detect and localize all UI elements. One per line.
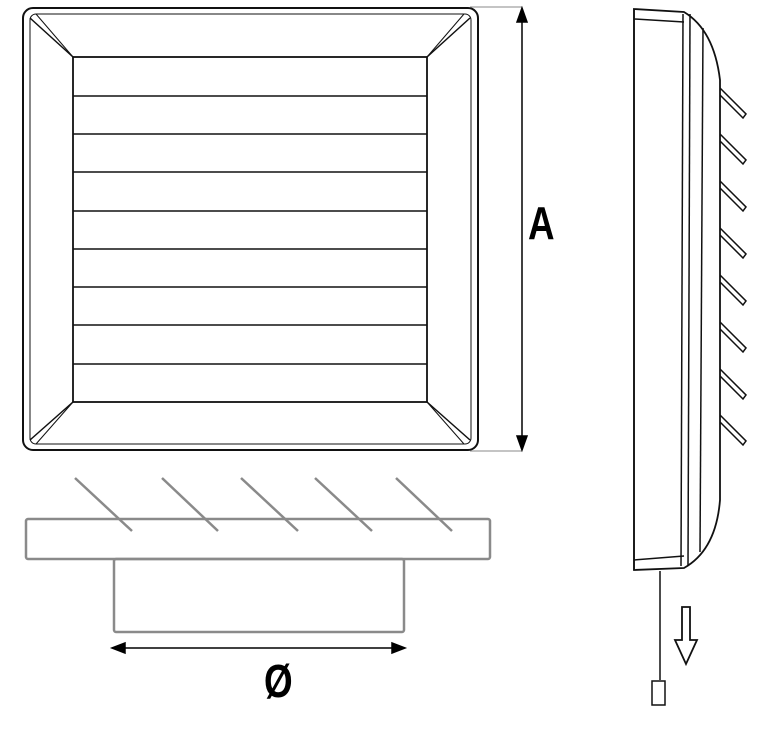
down-arrow-icon	[673, 606, 699, 667]
bottom-view	[24, 477, 492, 634]
dimension-a-label: A	[528, 197, 555, 249]
front-view	[22, 7, 479, 451]
pull-cord	[651, 571, 666, 706]
dimension-diameter-arrow	[109, 641, 408, 655]
side-view	[633, 8, 747, 571]
dimension-a-arrow	[470, 5, 529, 453]
dimension-diameter-label: Ø	[264, 655, 293, 707]
